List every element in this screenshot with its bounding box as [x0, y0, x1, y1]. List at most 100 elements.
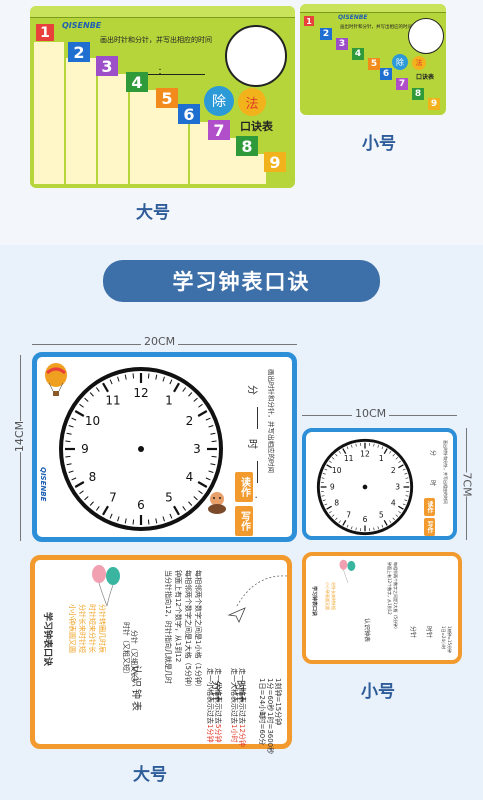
clock-numeral: 6 — [137, 498, 145, 512]
clock-tick — [210, 463, 216, 466]
clock-tick — [193, 496, 198, 501]
bracket-minute-hand: 分针（又细又长） — [130, 630, 138, 686]
clock-tick — [381, 524, 384, 528]
small-koujue-text: 口诀表 — [416, 74, 435, 81]
clock-numeral: 1 — [379, 454, 384, 463]
large-board-clock — [225, 25, 287, 87]
clock-tick — [373, 443, 375, 447]
clock-tick — [198, 490, 203, 495]
small-shi-label: 时针 — [425, 626, 432, 639]
koujue-text: 口诀表 — [240, 120, 273, 133]
clock-tick — [335, 453, 338, 457]
number-tile-3: 3 — [96, 56, 118, 76]
clock-tick — [109, 513, 113, 519]
instruction-text: 画出时针和分针，并写出相应的时间 — [100, 36, 212, 44]
clock-tick — [355, 527, 357, 531]
clock-tick — [326, 464, 332, 469]
small-balloons-icon — [339, 559, 356, 583]
hot-air-balloon-icon — [45, 363, 67, 396]
clock-tick — [193, 397, 198, 402]
shi-line-2: 走一小格表示过去12分钟 — [237, 668, 247, 747]
clock-tick — [346, 524, 349, 528]
clock-numeral: 7 — [109, 490, 117, 504]
clock-numeral: 4 — [391, 499, 396, 508]
clock-tick — [383, 448, 388, 454]
clock-tick — [211, 440, 217, 443]
number-tile-7: 7 — [208, 120, 230, 140]
clock-tick — [198, 403, 203, 408]
conv-5: 1刻钟=15分钟 — [274, 678, 282, 726]
clock-tick — [404, 473, 408, 475]
clock-tick — [383, 520, 388, 526]
table-column-3 — [98, 74, 128, 184]
rhyme-line-1: 小小钟表圆又圆 — [68, 604, 76, 653]
clock-tick — [79, 490, 84, 495]
bottom-large-label: 大号 — [133, 765, 167, 785]
small-chu-text: 除 — [396, 57, 404, 67]
top-section: QISENBE 画出时针和分针，并写出相应的时间 ： 1 2 3 4 5 6 7… — [0, 0, 483, 245]
small-division-board: QISENBE 画出时针和分针，并写出相应的时间 1 2 3 4 5 6 7 8… — [300, 4, 446, 115]
read-button[interactable]: 读作 — [235, 472, 253, 502]
number-tile-6: 6 — [178, 104, 200, 124]
small-tile-2: 2 — [320, 28, 332, 40]
clock-tick — [182, 506, 187, 511]
clock-numeral: 3 — [193, 442, 201, 456]
clock-numeral: 8 — [334, 499, 339, 508]
small-write-button[interactable]: 写作 — [424, 518, 435, 536]
number-tile-1: 1 — [36, 24, 54, 41]
card-minute-line — [257, 407, 258, 429]
write-button[interactable]: 写作 — [235, 506, 253, 536]
clock-tick — [398, 511, 402, 514]
small-card-hour-label: 时 — [429, 480, 436, 487]
clock-tick — [89, 501, 94, 506]
width-dim-large: 20CM — [141, 335, 179, 348]
time-blank-line — [125, 74, 205, 75]
clock-tick — [398, 464, 404, 469]
clock-tick — [389, 520, 392, 524]
small-card-minute-label: 分 — [429, 450, 436, 457]
large-rhyme-card: 学习钟表口诀 小小钟表圆又圆 分针长来时针短 时针短来分针长 分针转圈几时辰 认… — [30, 555, 292, 754]
clock-numeral: 2 — [391, 466, 396, 475]
clock-tick — [71, 477, 77, 481]
table-column-4 — [130, 90, 160, 184]
clock-tick — [117, 376, 120, 382]
small-read-button[interactable]: 读作 — [424, 498, 435, 516]
shi-line-2-text: 走一小格表示过去 — [238, 668, 246, 724]
clock-tick — [405, 477, 409, 479]
clock-tick — [197, 481, 208, 488]
clock-tick — [95, 387, 100, 392]
clock-numeral: 6 — [363, 515, 368, 524]
clock-numeral: 10 — [332, 466, 342, 475]
top-small-label: 小号 — [362, 134, 396, 154]
small-brand-logo: QISENBE — [338, 14, 368, 21]
small-fa-text: 法 — [415, 59, 423, 67]
clock-tick — [351, 444, 353, 448]
clock-tick — [68, 470, 74, 473]
clock-tick — [377, 444, 379, 448]
clock-tick — [210, 432, 216, 435]
rhyme-line-c: 每相邻两个数字之间是1小格（1分钟） — [194, 570, 202, 691]
clock-tick — [124, 374, 127, 380]
clock-numeral: 5 — [379, 511, 384, 520]
clock-numeral: 1 — [165, 394, 173, 408]
small-tile-6: 6 — [380, 68, 392, 80]
clock-numeral: 4 — [186, 470, 194, 484]
clock-tick — [71, 417, 77, 421]
rhyme-title: 学习钟表口诀 — [42, 612, 52, 667]
clock-tick — [84, 397, 89, 402]
clock-tick — [338, 520, 341, 524]
clock-tick — [147, 519, 150, 525]
clock-tick — [335, 517, 338, 521]
clock-numeral: 2 — [186, 414, 194, 428]
clock-tick — [188, 501, 193, 506]
clock-tick — [89, 392, 94, 397]
clock-tick — [109, 379, 113, 385]
clock-numeral: 5 — [165, 490, 173, 504]
clock-tick — [169, 379, 173, 385]
small-tile-4: 4 — [352, 48, 364, 60]
fen-line-2-value: 5分钟 — [214, 724, 222, 743]
small-rhyme-line-2: 分针长来时针短 — [331, 582, 336, 610]
